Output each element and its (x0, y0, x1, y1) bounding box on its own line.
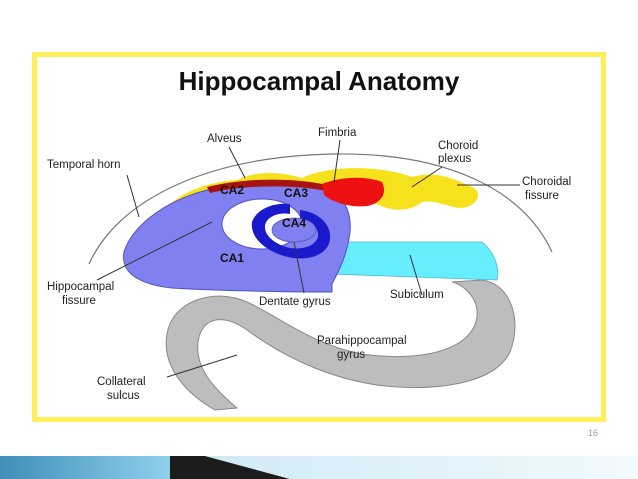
parahippocampal-gyrus (165, 279, 516, 411)
page-number: 16 (588, 428, 599, 438)
subiculum-region (331, 241, 499, 281)
ca1-label: CA1 (220, 251, 244, 265)
dentate-gyrus-region (251, 203, 331, 259)
choroidal-fissure-label-line2: fissure (525, 190, 559, 202)
fimbria-label: Fimbria (318, 127, 357, 139)
alveus-label: Alveus (207, 133, 242, 145)
choroidal-fissure-label-line1: Choroidal (522, 176, 571, 188)
collateral-sulcus-label-line1: Collateral (97, 376, 146, 388)
parahippocampal-gyrus-label-line2: gyrus (337, 349, 365, 361)
choroid-plexus-label-line2: plexus (438, 153, 471, 165)
dentate-gyrus-label: Dentate gyrus (259, 296, 331, 308)
hippocampal-fissure-label-line2: fissure (62, 295, 96, 307)
alveus-strip (207, 179, 327, 193)
parahippocampal-gyrus-label-line1: Parahippocampal (317, 335, 407, 347)
temporal-horn-label: Temporal horn (47, 159, 121, 171)
hippocampal-fissure-label-line1: Hippocampal (47, 281, 114, 293)
ca4-label: CA4 (282, 216, 306, 230)
temporal-horn-outline (88, 153, 553, 265)
fimbria-region (322, 177, 385, 207)
ca3-label: CA3 (284, 186, 308, 200)
hippocampal-anatomy-diagram: Hippocampal Anatomy CA2 CA3 (32, 52, 606, 422)
collateral-sulcus-label-line2: sulcus (107, 390, 140, 402)
leader-lines (96, 139, 520, 378)
bottom-decorative-bar (0, 450, 638, 479)
subiculum-label: Subiculum (390, 289, 444, 301)
diagram-title: Hippocampal Anatomy (179, 66, 460, 96)
choroid-plexus-label-line1: Choroid (438, 140, 478, 152)
ca2-label: CA2 (220, 183, 244, 197)
